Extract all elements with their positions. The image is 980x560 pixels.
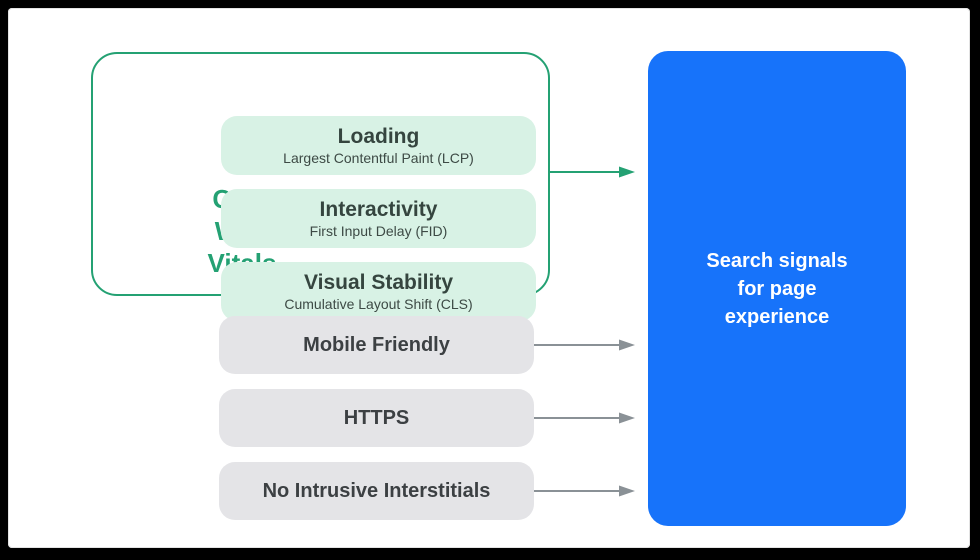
pill-title: HTTPS bbox=[343, 406, 410, 429]
pill-title: Interactivity bbox=[319, 198, 438, 221]
search-signals-label-line: Search signals bbox=[706, 249, 848, 272]
search-signals-label-line: experience bbox=[724, 305, 830, 328]
arrow-no-intrusive-interstitials-icon bbox=[534, 485, 635, 497]
vital-pill-loading: Loading Largest Contentful Paint (LCP) bbox=[221, 116, 536, 175]
diagram-canvas: Core Web Vitals Loading Largest Contentf… bbox=[8, 8, 970, 548]
arrow-core-web-vitals-icon bbox=[549, 166, 635, 178]
pill-title: Mobile Friendly bbox=[303, 333, 450, 356]
pill-title: No Intrusive Interstitials bbox=[262, 479, 491, 502]
vital-pill-visual-stability: Visual Stability Cumulative Layout Shift… bbox=[221, 262, 536, 321]
arrow-mobile-friendly-icon bbox=[534, 339, 635, 351]
search-signals-label: Search signals for page experience bbox=[706, 247, 847, 331]
signal-pill-https: HTTPS bbox=[219, 389, 534, 447]
signal-pill-no-intrusive-interstitials: No Intrusive Interstitials bbox=[219, 462, 534, 520]
search-signals-label-line: for page bbox=[737, 277, 817, 300]
pill-title: Visual Stability bbox=[304, 271, 453, 294]
signal-pill-mobile-friendly: Mobile Friendly bbox=[219, 316, 534, 374]
arrow-https-icon bbox=[534, 412, 635, 424]
pill-subtitle: Cumulative Layout Shift (CLS) bbox=[284, 296, 473, 312]
pill-title: Loading bbox=[337, 125, 420, 148]
pill-subtitle: First Input Delay (FID) bbox=[309, 223, 448, 239]
pill-subtitle: Largest Contentful Paint (LCP) bbox=[283, 150, 474, 166]
vital-pill-interactivity: Interactivity First Input Delay (FID) bbox=[221, 189, 536, 248]
search-signals-result-box: Search signals for page experience bbox=[648, 51, 906, 526]
core-web-vitals-group: Core Web Vitals Loading Largest Contentf… bbox=[91, 52, 550, 321]
